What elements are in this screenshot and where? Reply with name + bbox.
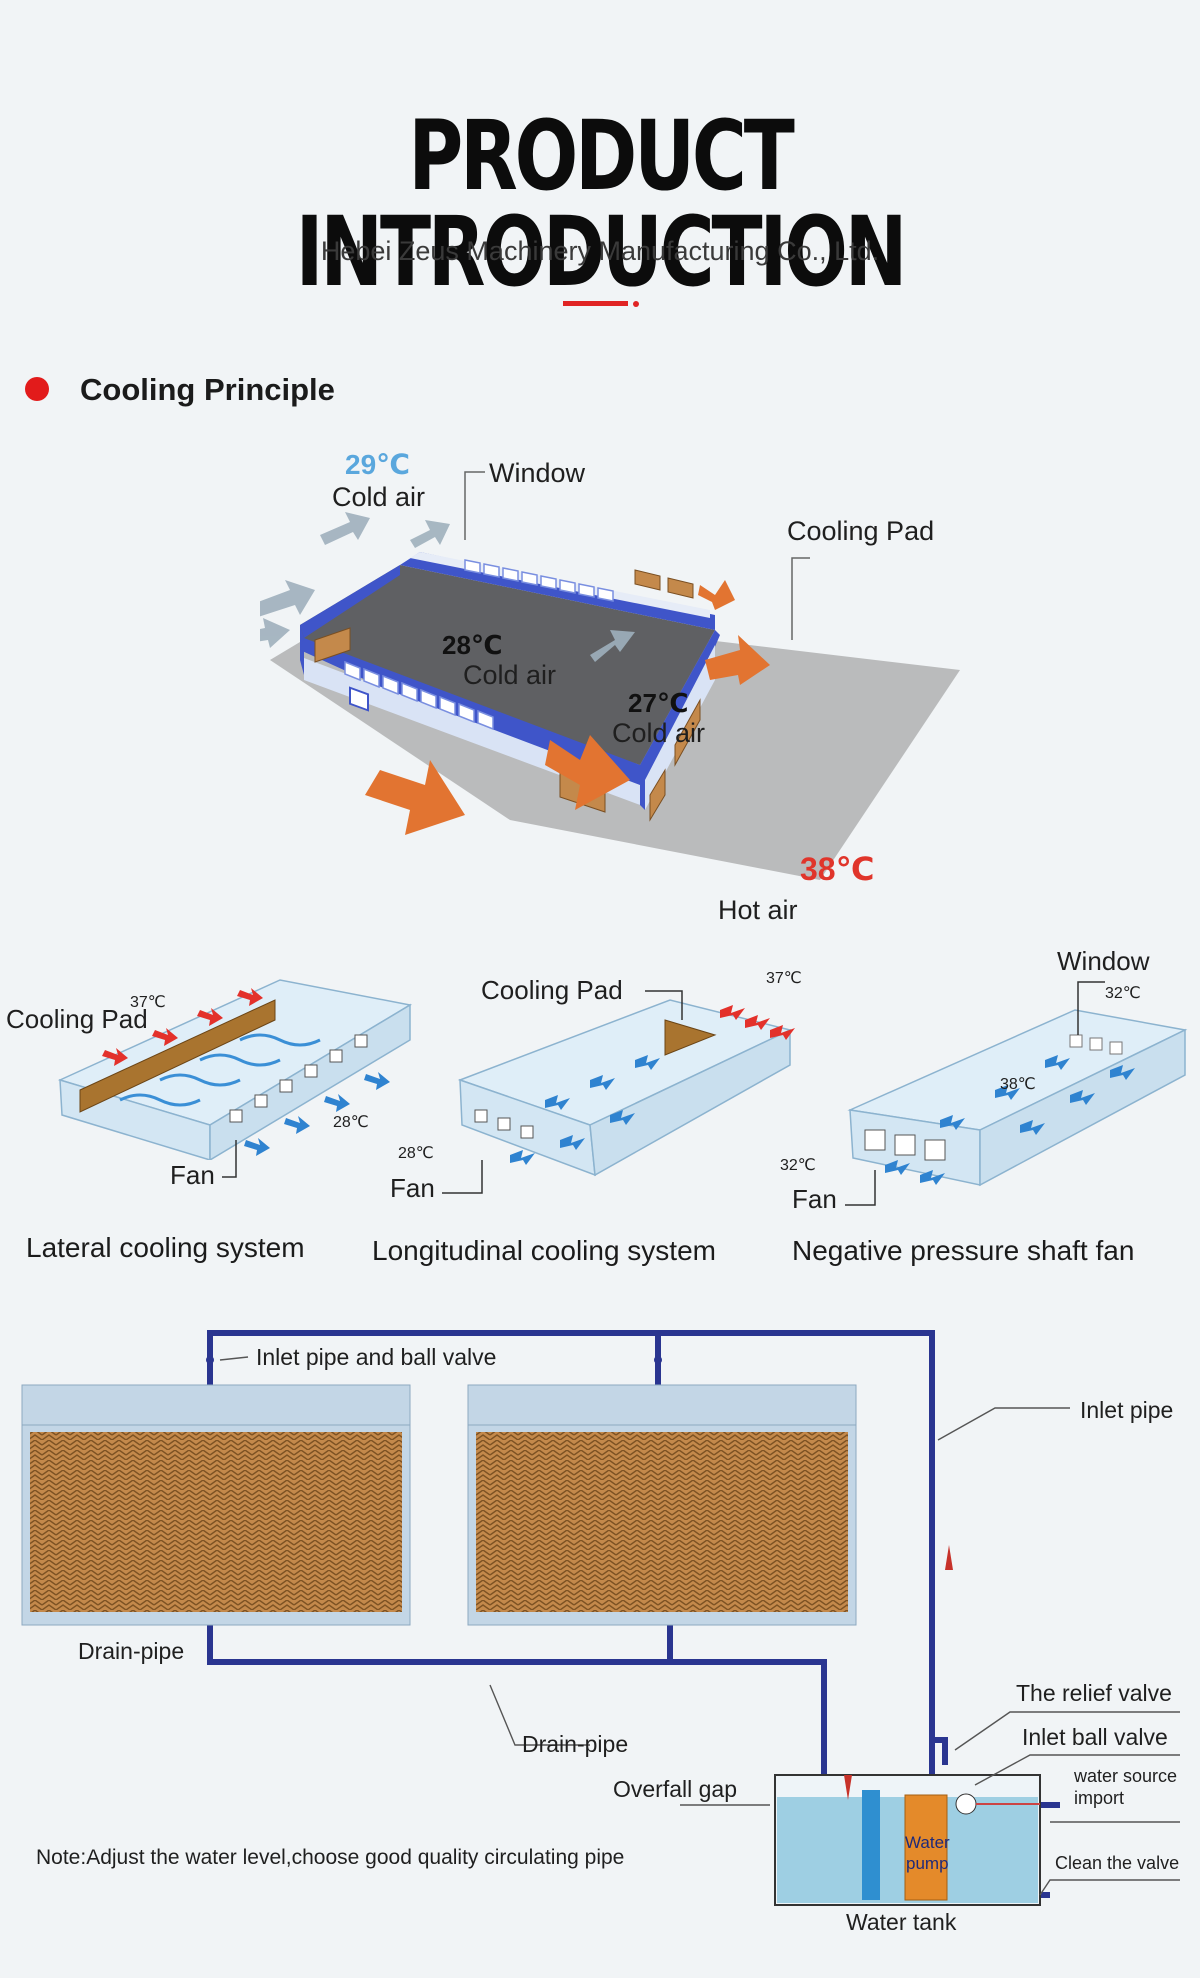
page-title: PRODUCT INTRODUCTION [295, 100, 908, 308]
cold-air-mid2-label: Cold air [612, 718, 706, 748]
shaft-fan-fan-label: Fan [792, 1184, 837, 1214]
relief-valve-label: The relief valve [1016, 1680, 1172, 1706]
temp-top-label: 29℃ [345, 449, 411, 480]
cooling-pad-right [467, 1384, 857, 1626]
accent-dot [633, 301, 639, 307]
water-pump-label-2: pump [906, 1854, 949, 1873]
longitudinal-caption: Longitudinal cooling system [372, 1235, 716, 1266]
lateral-cooling-pad-label: Cooling Pad [6, 1004, 148, 1034]
longitudinal-temp-out-label: 28℃ [398, 1145, 434, 1162]
section-bullet-icon [25, 377, 49, 401]
lateral-system-illustration [50, 960, 430, 1162]
inlet-ball-valve-label: Inlet ball valve [1022, 1724, 1168, 1750]
overfall-gap-label: Overfall gap [613, 1776, 738, 1802]
clean-valve-label: Clean the valve [1055, 1853, 1180, 1873]
page-subtitle: Hebei Zeus Machinery Manufacturing Co., … [320, 236, 880, 266]
hot-air-label: Hot air [718, 895, 798, 925]
longitudinal-system-illustration [450, 980, 810, 1180]
longitudinal-fan-label: Fan [390, 1173, 435, 1203]
drain-pipe-left-label: Drain-pipe [78, 1638, 185, 1664]
lateral-temp-out-label: 28℃ [333, 1114, 369, 1131]
house-diagram [230, 440, 980, 940]
window-label: Window [489, 458, 586, 488]
inlet-pipe-ball-valve-label: Inlet pipe and ball valve [256, 1344, 497, 1370]
water-source-import-label-2: import [1074, 1788, 1125, 1808]
lateral-fan-label: Fan [170, 1160, 215, 1190]
cooling-pad-label: Cooling Pad [787, 516, 935, 546]
lateral-caption: Lateral cooling system [26, 1232, 305, 1263]
drain-pipe-mid-label: Drain-pipe [522, 1731, 629, 1757]
water-tank-label: Water tank [846, 1909, 957, 1935]
temp-mid2-label: 27℃ [628, 688, 689, 718]
section-heading: Cooling Principle [80, 372, 335, 407]
water-tank [774, 1774, 1041, 1906]
lateral-temp-in-label: 37℃ [130, 994, 166, 1011]
shaft-fan-temp-mid-label: 38℃ [1000, 1076, 1036, 1093]
house-illustration [230, 512, 960, 880]
longitudinal-cooling-pad-label: Cooling Pad [481, 975, 623, 1005]
note-text: Note:Adjust the water level,choose good … [36, 1846, 625, 1869]
shaft-fan-window-label: Window [1057, 946, 1150, 976]
longitudinal-temp-in-label: 37℃ [766, 970, 802, 987]
shaft-fan-temp-window-label: 32℃ [1105, 985, 1141, 1002]
accent-divider [563, 301, 628, 306]
cooling-pad-left [21, 1384, 411, 1626]
inlet-pipe-label: Inlet pipe [1080, 1397, 1174, 1423]
water-source-import-label-1: water source [1074, 1766, 1178, 1786]
shaft-fan-system-illustration [845, 990, 1195, 1190]
cold-air-mid1-label: Cold air [463, 660, 557, 690]
shaft-fan-caption: Negative pressure shaft fan [792, 1235, 1135, 1266]
temp-mid1-label: 28℃ [442, 630, 503, 660]
shaft-fan-temp-out-label: 32℃ [780, 1157, 816, 1174]
cold-air-top-label: Cold air [332, 482, 426, 512]
water-pump-label-1: Water [905, 1833, 950, 1852]
temp-hot-label: 38℃ [800, 851, 875, 887]
